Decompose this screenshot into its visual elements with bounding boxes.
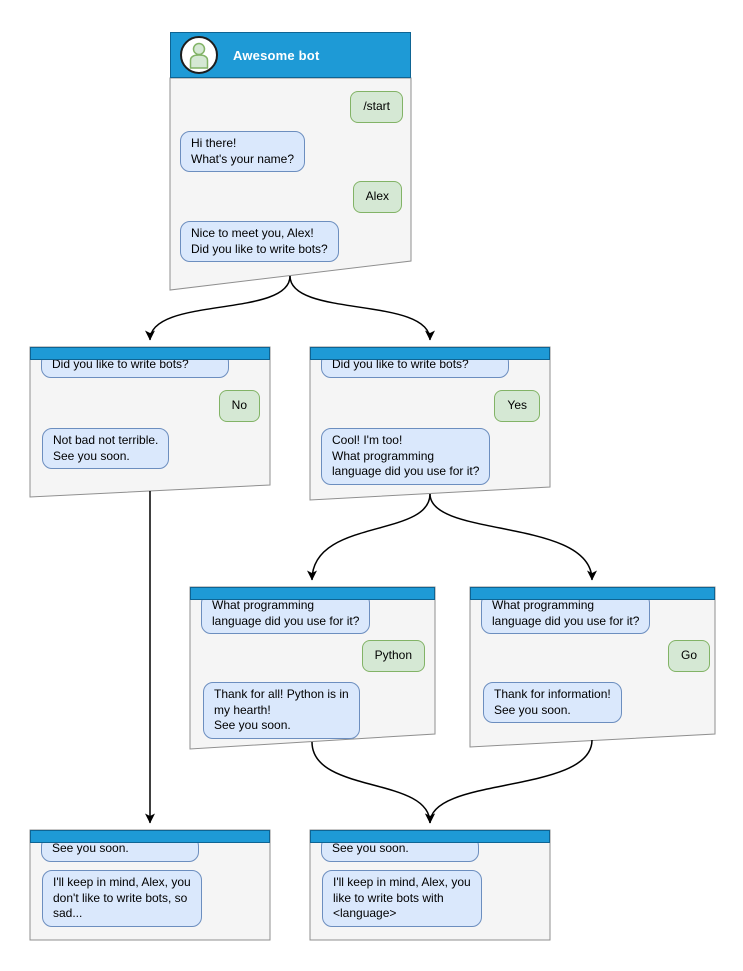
header-bar-end-yes <box>310 830 550 843</box>
message-bubble-bot: I'll keep in mind, Alex, you like to wri… <box>322 870 482 927</box>
header-bar-end-no <box>30 830 270 843</box>
bot-title: Awesome bot <box>233 47 320 63</box>
edge-root-to-no <box>145 275 291 341</box>
message-bubble-bot: Not bad not terrible. See you soon. <box>42 428 170 470</box>
message-bubble-bot: Hi there! What's your name? <box>180 131 306 173</box>
message-bubble-bot: Cool! I'm too! What programming language… <box>321 428 491 485</box>
root-window-header: Awesome bot <box>170 32 411 78</box>
message-bubble-user: Alex <box>352 181 402 213</box>
edge-python-to-end <box>311 741 435 824</box>
message-bubble-bot: Nice to meet you, Alex! Did you like to … <box>180 221 339 263</box>
message-bubble-bot: I'll keep in mind, Alex, you don't like … <box>42 870 202 927</box>
message-bubble-user: Go <box>667 640 710 672</box>
edges <box>145 275 597 824</box>
edge-root-to-yes <box>289 275 435 341</box>
header-bar-branch-no <box>30 347 270 360</box>
message-bubble-user: /start <box>350 91 403 123</box>
edge-yes-to-go <box>429 493 597 581</box>
header-bar-branch-python <box>190 587 435 600</box>
message-bubble-user: No <box>218 390 260 422</box>
header-bar-branch-go <box>470 587 715 600</box>
edge-yes-to-python <box>307 493 431 581</box>
edge-go-to-end <box>425 739 593 824</box>
person-icon <box>189 42 209 69</box>
message-bubble-user: Python <box>361 640 425 672</box>
message-bubble-user: Yes <box>494 390 540 422</box>
bot-avatar <box>180 36 218 74</box>
header-bar-branch-yes <box>310 347 550 360</box>
message-bubble-bot: Thank for all! Python is in my hearth! S… <box>203 682 360 739</box>
message-bubble-bot: Thank for information! See you soon. <box>483 682 622 724</box>
